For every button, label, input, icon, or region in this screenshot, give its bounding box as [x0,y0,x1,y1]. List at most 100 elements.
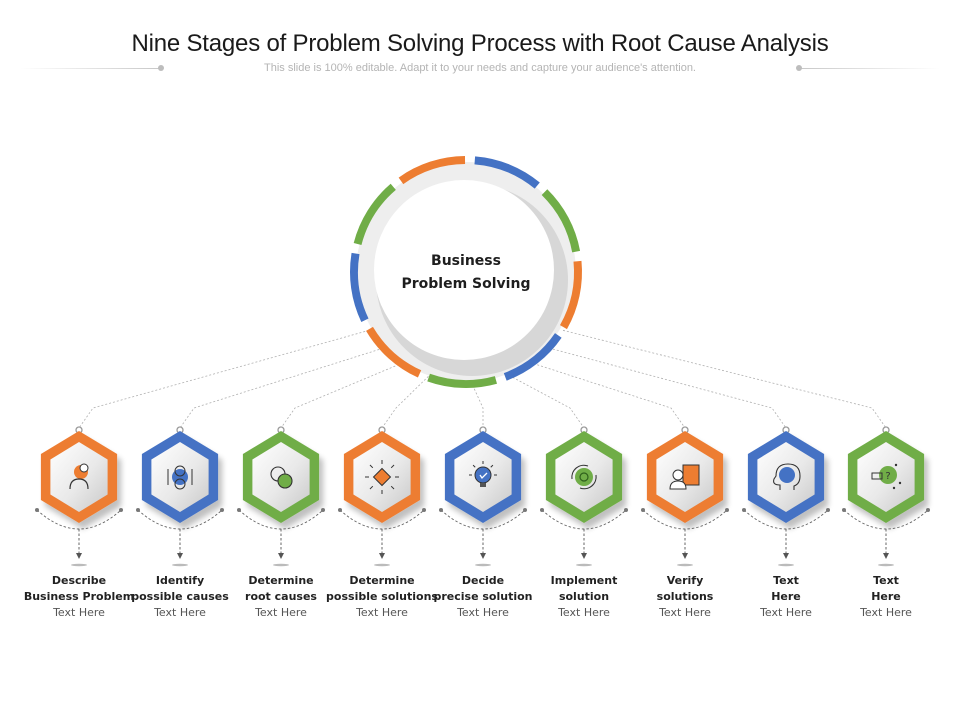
stage-title-line1: Identify [155,574,205,587]
arrow-shadow [273,563,289,567]
stage-title-line1: Determine [349,574,415,587]
hub-ring-segment-7 [350,252,369,322]
stage-description: Text Here [356,606,408,619]
stage-title-line1: Text [773,574,799,587]
stage-title-line1: Implement [550,574,618,587]
stage-3 [237,431,325,567]
arrow-shadow [878,563,894,567]
arrow-shadow [71,563,87,567]
arc-end-dot [540,508,544,512]
stage-8 [742,431,830,567]
arrow-shadow [374,563,390,567]
stage-2 [136,431,224,567]
arrow-shadow [172,563,188,567]
puzzle-piece-icon [365,460,399,494]
connector-line-8 [545,346,787,429]
arc-end-dot [926,508,930,512]
stage-4 [338,431,426,567]
connector-lines [75,329,890,434]
decorative-dot-left [158,65,164,71]
hub-ring-segment-1 [474,156,540,189]
stage-description: Text Here [760,606,812,619]
decorative-dot-right [796,65,802,71]
arrow-down-icon [177,553,183,559]
arc-end-dot [523,508,527,512]
brain-question-icon: ? [871,463,902,490]
slide-title: Nine Stages of Problem Solving Process w… [131,30,829,57]
arc-end-dot [220,508,224,512]
arrow-shadow [677,563,693,567]
target-question-icon [167,465,193,490]
connector-line-9 [562,329,887,429]
stage-description: Text Here [659,606,711,619]
hub-ring-segment-2 [541,189,581,253]
hub-ring-segment-3 [559,260,582,330]
arrow-down-icon [379,553,385,559]
hub-circle [350,156,582,388]
arc-end-dot [641,508,645,512]
connector-line-1 [78,329,370,429]
connector-line-3 [280,359,411,429]
stage-title-line2: Here [771,590,801,603]
stage-arc [541,509,627,530]
stage-description: Text Here [558,606,610,619]
chat-bubbles-icon [270,466,293,489]
stage-title-line2: possible solutions [326,590,438,603]
connector-line-6 [494,367,585,429]
arrow-down-icon [480,553,486,559]
stage-title-line1: Decide [461,574,505,587]
svg-text:?: ? [885,471,890,482]
arrow-shadow [576,563,592,567]
stage-hexagons: ? [35,431,930,567]
head-gears-icon [773,463,801,490]
stage-title-line2: Here [871,590,901,603]
arrow-shadow [778,563,794,567]
stage-title-line2: possible causes [131,590,229,603]
slide-subtitle: This slide is 100% editable. Adapt it to… [264,62,696,74]
hub-ring-segment-6 [366,326,422,378]
stage-title-line1: Verify [666,574,704,587]
hub-ring-segment-5 [427,373,497,388]
hub-ring-segment-8 [353,183,396,246]
arc-end-dot [119,508,123,512]
stage-title-line2: solution [558,590,610,603]
arc-end-dot [237,508,241,512]
hub-ring-segment-4 [503,333,562,381]
person-document-icon [669,464,700,490]
hub-ring-segment-9 [398,156,466,185]
arrow-down-icon [581,553,587,559]
stage-arc [339,509,425,530]
hub-label-line2: Problem Solving [401,276,531,292]
stage-description: Text Here [53,606,105,619]
arrow-down-icon [278,553,284,559]
stage-arc [440,509,526,530]
stage-title-line1: Describe [51,574,107,587]
person-problem-icon [69,463,89,490]
stage-arc [137,509,223,530]
connector-line-7 [521,359,686,429]
stage-arc [642,509,728,530]
stage-description: Text Here [457,606,509,619]
arc-end-dot [725,508,729,512]
stage-arc [743,509,829,530]
decorative-line-right [800,68,940,69]
arrow-down-icon [682,553,688,559]
arc-end-dot [826,508,830,512]
stage-arc [36,509,122,530]
arc-end-dot [624,508,628,512]
arc-end-dot [439,508,443,512]
hub-label: Business Problem Solving [386,250,546,296]
stage-5 [439,431,527,567]
arc-end-dot [422,508,426,512]
stage-description: Text Here [255,606,307,619]
stage-description: Text Here [860,606,912,619]
stage-title-line2: precise solution [433,590,533,603]
stage-title-line2: solutions [656,590,714,603]
connector-line-2 [179,346,387,429]
hub-label-line1: Business [431,253,501,269]
